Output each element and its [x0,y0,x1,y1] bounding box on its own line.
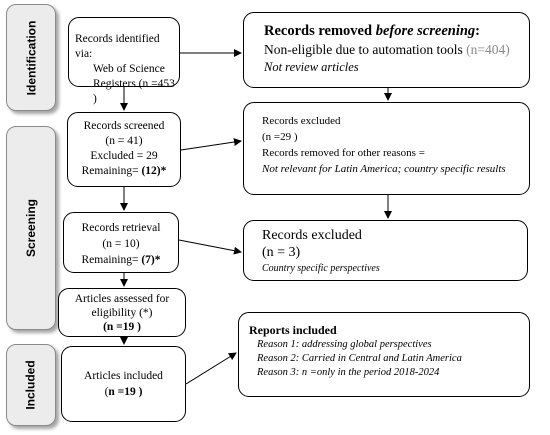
excluded2-line2: (n = 3) [262,245,301,260]
phase-identification: Identification [6,4,56,111]
records-screened-box: Records screened (n = 41) Excluded = 29 … [67,112,181,187]
assessed-line2: eligibility (*) [91,307,153,319]
removed-before-count: (n=404) [466,42,510,57]
reports-reason3: Reason 3: n =only in the period 2018-202… [257,367,440,378]
removed-before-line2-a: Non-eligible due to automation tools [264,42,467,57]
identified-line2: Web of Science [93,63,165,75]
reports-title: Reports included [249,323,337,337]
arrow-screened-to-excluded [180,138,242,151]
identified-line3: Registers (n =453 ) [93,78,175,105]
retrieval-remaining: (7)* [141,254,161,266]
arrow-retrieval-to-excluded [178,239,242,255]
retrieval-line3: Remaining= (7)* [64,252,178,268]
screened-line3: Excluded = 29 [90,150,158,162]
assessed-line1: Articles assessed for [74,293,170,305]
screened-line2: (n = 41) [105,135,143,147]
arrow-included-to-reports [185,352,237,385]
screened-line4: Remaining= (12)* [68,164,180,179]
retrieval-line3-a: Remaining= [81,254,142,266]
phase-included: Included [6,344,56,426]
excluded1-line1: Records excluded [262,115,341,127]
reports-reason1: Reason 1: addressing global perspectives [257,339,432,350]
phase-screening: Screening [6,126,56,330]
retrieval-line2: (n = 10) [102,238,140,250]
records-retrieval-box: Records retrieval (n = 10) Remaining= (7… [63,212,179,273]
excluded2-line3: Country specific perspectives [262,263,380,274]
screened-line1: Records screened [83,120,165,132]
included-line2: (n =19 ) [62,384,185,400]
removed-before-line3: Not review articles [264,60,359,74]
removed-before-line2: Non-eligible due to automation tools (n=… [264,41,529,59]
excluded1-line3: Records removed for other reasons = [262,147,425,159]
screened-remaining: (12)* [141,165,167,177]
records-excluded-box-1: Records excluded (n =29 ) Records remove… [243,102,530,195]
articles-assessed-box: Articles assessed for eligibility (*) (n… [58,288,186,337]
removed-before-title-a: Records removed [264,23,376,39]
records-identified-box: Records identified via: Web of Science R… [68,17,180,105]
screened-line4-a: Remaining= [81,165,142,177]
excluded2-line1: Records excluded [262,228,362,243]
excluded1-line4: Not relevant for Latin America; country … [262,163,506,175]
removed-before-title: Records removed before screening: [264,22,529,41]
assessed-line3: (n =19 ) [103,321,141,333]
included-count: n =19 ) [108,386,143,398]
included-line1: Articles included [84,370,163,382]
removed-before-title-c: : [475,23,480,39]
included-line2-a: ( [104,386,109,398]
records-removed-before-screening-box: Records removed before screening: Non-el… [243,12,530,88]
reports-reason2: Reason 2: Carried in Central and Latin A… [257,353,462,364]
identified-line1: Records identified via: [75,33,160,60]
reports-included-box: Reports included Reason 1: addressing gl… [238,312,530,397]
records-excluded-box-2: Records excluded (n = 3) Country specifi… [243,220,528,281]
removed-before-title-b: before screening [375,23,476,39]
articles-included-box: Articles included (n =19 ) [61,346,186,422]
retrieval-line1: Records retrieval [81,222,161,234]
excluded1-line2: (n =29 ) [262,131,298,143]
